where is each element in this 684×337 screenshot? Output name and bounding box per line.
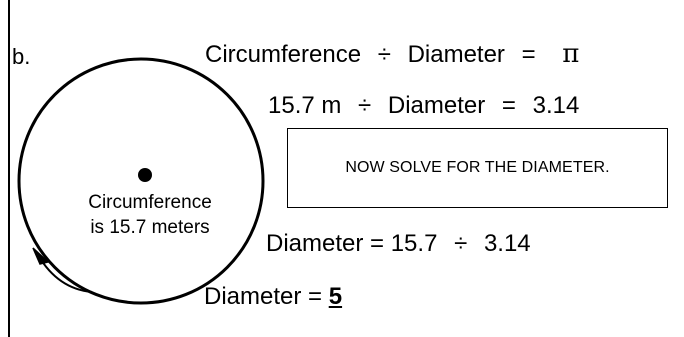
eq2-left: 15.7 m [268,92,342,119]
circle-caption-line1: Circumference [88,192,212,213]
eq2-middle: Diameter [387,92,486,119]
eq2-equals: = [501,92,516,119]
equation-rearranged: Diameter = 15.7 ÷ 3.14 [266,230,531,258]
equation-circumference-over-diameter: Circumference ÷ Diameter = π [205,40,579,69]
part-label: b. [12,44,31,69]
equation-answer: Diameter = 5 [204,283,342,311]
center-point [138,168,152,182]
answer-value: 5 [328,283,343,310]
instruction-box: NOW SOLVE FOR THE DIAMETER. [287,128,668,208]
circle-caption-line2: is 15.7 meters [90,217,210,238]
eq1-left: Circumference [205,41,362,68]
circle-outline [17,57,265,305]
eq2-right: 3.14 [532,92,580,119]
eq1-middle: Diameter [407,41,505,68]
eq2-divide-sign: ÷ [358,92,372,119]
eq1-equals: = [521,41,536,68]
margin-rule [8,0,10,337]
eq4-left: Diameter = [204,283,329,310]
instruction-text: NOW SOLVE FOR THE DIAMETER. [345,159,610,176]
eq1-pi: π [562,39,580,69]
eq3-right: 3.14 [483,230,531,257]
eq3-left: Diameter = 15.7 [266,230,438,257]
direction-arrowhead-icon [32,247,50,265]
equation-substituted: 15.7 m ÷ Diameter = 3.14 [268,92,579,120]
eq3-divide-sign: ÷ [454,230,468,257]
circle-caption: Circumference is 15.7 meters [52,190,248,240]
eq1-divide-sign: ÷ [377,41,391,68]
